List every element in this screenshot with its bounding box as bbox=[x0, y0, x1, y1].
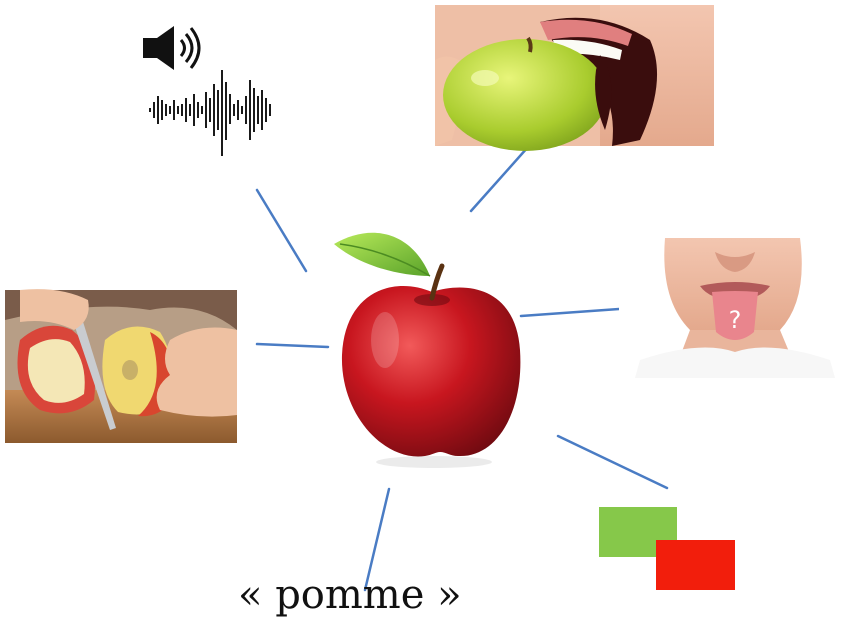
question-mark-icon: ? bbox=[729, 306, 742, 334]
red-apple-icon bbox=[334, 233, 520, 468]
word-caption: « pomme » bbox=[238, 568, 478, 622]
connector-cutting bbox=[257, 344, 328, 347]
connector-color bbox=[558, 436, 667, 488]
speaker-icon bbox=[143, 26, 199, 70]
sound-waveform-icon bbox=[150, 70, 270, 156]
connector-bite bbox=[471, 147, 528, 211]
tongue-taste-image: ? bbox=[619, 238, 848, 378]
swatch-red bbox=[656, 540, 735, 590]
connector-taste bbox=[521, 309, 619, 316]
cutting-apple-image bbox=[5, 289, 237, 443]
biting-green-apple-image bbox=[435, 5, 714, 151]
connector-sound bbox=[257, 190, 306, 271]
